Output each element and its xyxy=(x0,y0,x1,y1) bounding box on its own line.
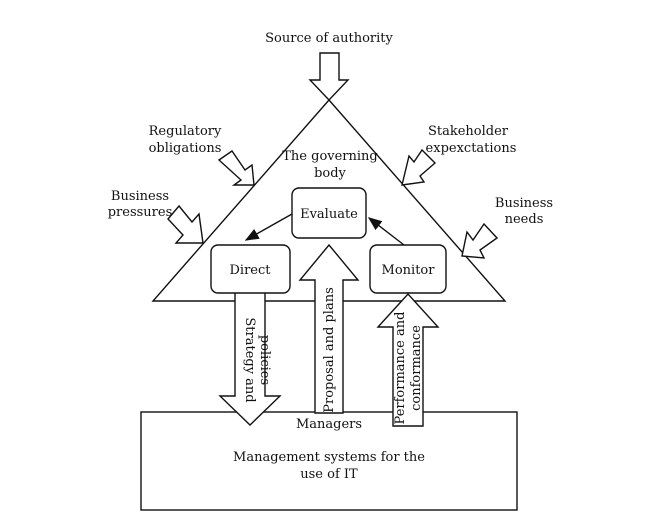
proposal-label: Proposal and plans xyxy=(322,287,337,413)
strategy-arrow xyxy=(218,291,282,426)
evaluate-box xyxy=(291,187,367,239)
direct-box xyxy=(210,244,291,294)
evaluate-label: Evaluate xyxy=(300,207,358,222)
evaluate-to-direct-arrow xyxy=(244,213,293,241)
source-of-authority-label: Source of authority xyxy=(265,31,393,46)
source-authority-arrow xyxy=(308,52,350,102)
monitor-to-evaluate-arrow xyxy=(367,217,405,246)
strategy-label-1: Strategy and xyxy=(242,317,257,402)
performance-label-2: conformance xyxy=(409,325,424,411)
managers-label: Managers xyxy=(296,417,362,432)
proposal-arrow xyxy=(298,243,360,414)
business-pressures-label-2: pressures xyxy=(108,205,173,220)
direct-label: Direct xyxy=(230,263,272,278)
management-systems-label-2: use of IT xyxy=(300,467,358,482)
monitor-box xyxy=(369,244,447,294)
management-systems-box xyxy=(140,411,518,511)
business-needs-label-1: Business xyxy=(495,196,553,211)
management-systems-label-1: Management systems for the xyxy=(233,450,425,465)
regulatory-label-2: obligations xyxy=(149,141,222,156)
governing-body-label-2: body xyxy=(314,166,346,181)
stakeholder-label-2: expexctations xyxy=(426,141,517,156)
regulatory-label-1: Regulatory xyxy=(149,124,222,139)
regulatory-arrow xyxy=(217,150,255,186)
business-pressures-label-1: Business xyxy=(111,189,169,204)
governing-body-label-1: The governing xyxy=(282,149,378,164)
strategy-label-2: policies xyxy=(257,335,272,385)
monitor-label: Monitor xyxy=(382,263,436,278)
performance-arrow xyxy=(376,292,440,427)
business-needs-label-2: needs xyxy=(505,212,544,227)
business-needs-arrow xyxy=(461,222,499,259)
stakeholder-arrow xyxy=(401,148,437,186)
performance-label-1: Performance and xyxy=(393,312,408,425)
stakeholder-label-1: Stakeholder xyxy=(428,124,509,139)
business-pressures-arrow xyxy=(167,204,204,244)
